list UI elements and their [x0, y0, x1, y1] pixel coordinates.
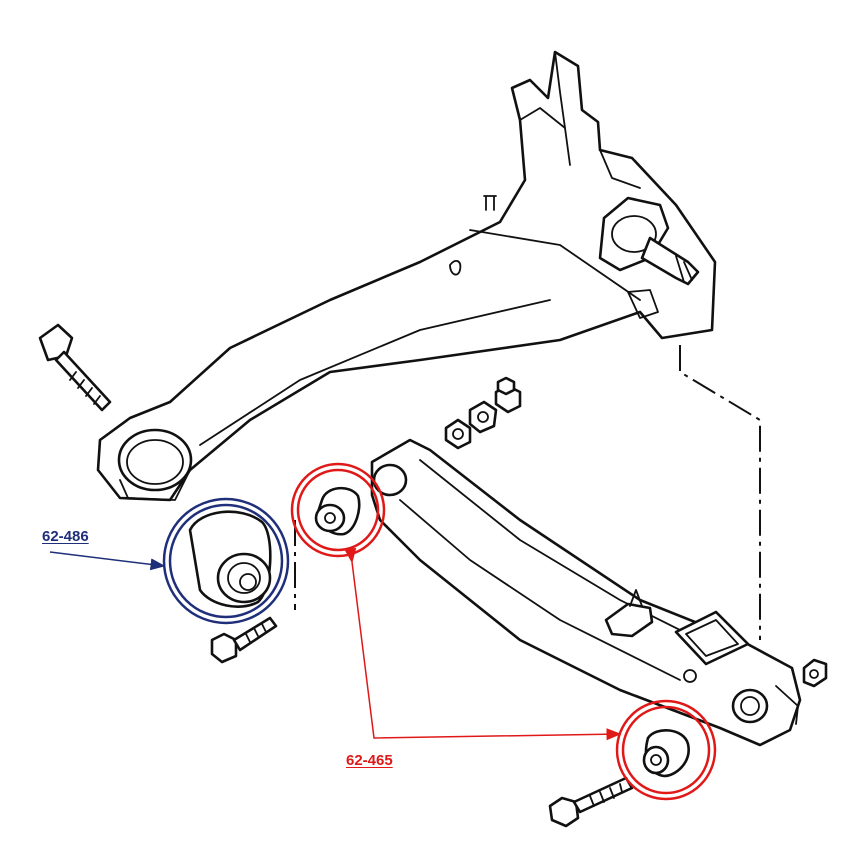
nut-set [444, 376, 522, 450]
trailing-arm-eye [117, 428, 193, 501]
small-bushing-rear [642, 729, 690, 778]
callout-label-62-465: 62-465 [346, 752, 393, 769]
callout-circle-62-465-front [290, 462, 386, 558]
bushing-bolt [210, 616, 278, 664]
arrow-62-465 [344, 547, 622, 741]
trailing-arm [96, 50, 717, 502]
leader-line [679, 345, 761, 640]
long-bolt [38, 323, 112, 412]
rear-bolt [548, 776, 634, 828]
callout-label-62-486: 62-486 [42, 528, 89, 545]
lower-arm [370, 438, 802, 747]
end-nut [802, 658, 828, 688]
arrow-62-486 [49, 551, 166, 571]
hub-flange [598, 196, 700, 286]
small-bushing-front [314, 486, 361, 536]
large-bushing [188, 510, 272, 608]
callout-circle-62-465-rear [615, 699, 717, 801]
